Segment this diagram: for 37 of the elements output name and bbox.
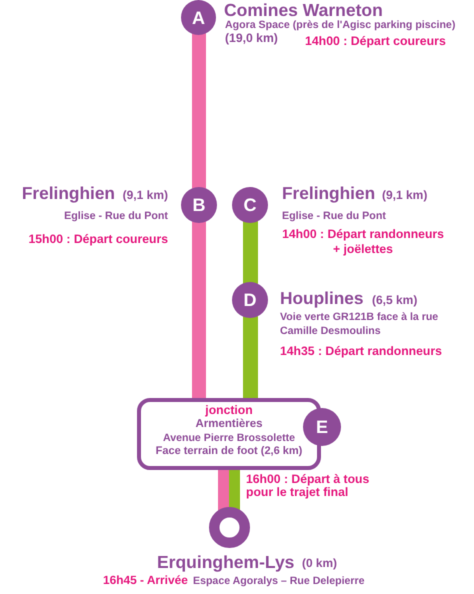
route-line <box>243 221 258 284</box>
distance-label: (6,5 km) <box>372 294 418 308</box>
landmark-note: Face terrain de foot (2,6 km) <box>156 445 302 458</box>
distance-label: (19,0 km) <box>225 31 278 46</box>
station-marker: C <box>232 187 268 223</box>
address-text: Voie verte GR121B face à la rue Camille Desmoulins <box>280 310 440 338</box>
station-marker: B <box>181 187 217 223</box>
town-name: Frelinghien <box>282 184 376 204</box>
street-address: Avenue Pierre Brossolette <box>162 432 296 444</box>
departure-time: 14h35 : Départ randonneurs <box>280 344 442 358</box>
town-name: Frelinghien <box>22 184 115 204</box>
station-marker: A <box>181 0 216 35</box>
station-marker: D <box>232 282 268 318</box>
route-line <box>243 316 258 398</box>
town-name: Comines Warneton <box>224 0 383 20</box>
distance-label: (9,1 km) <box>382 188 428 202</box>
distance-label: (9,1 km) <box>122 188 168 202</box>
town-name: Erquinghem-Lys <box>157 552 294 572</box>
town-name: Armentières <box>195 418 263 432</box>
junction-label: jonction <box>205 403 253 418</box>
address-text: Agora Space (près de l'Agisc parking piscine) <box>225 19 456 32</box>
address-text: Espace Agoralys – Rue Delepierre <box>193 575 365 588</box>
address-text: Eglise - Rue du Pont <box>64 210 168 222</box>
terminus-ring <box>209 507 250 548</box>
town-name: Houplines <box>280 288 364 308</box>
route-line <box>192 33 206 188</box>
arrival-time: 16h45 - Arrivée <box>103 574 188 588</box>
departure-time: 15h00 : Départ coureurs <box>28 232 168 246</box>
address-text: Eglise - Rue du Pont <box>282 210 386 222</box>
route-line <box>192 222 206 398</box>
route-line <box>229 470 240 510</box>
departure-time: 14h00 : Départ coureurs <box>305 34 446 48</box>
station-marker: E <box>303 408 341 446</box>
departure-time: 14h00 : Départ randonneurs + joëlettes <box>281 227 445 257</box>
distance-label: (0 km) <box>302 557 338 571</box>
departure-time: 16h00 : Départ à tous pour le trajet final <box>246 473 370 499</box>
route-line <box>218 470 229 511</box>
